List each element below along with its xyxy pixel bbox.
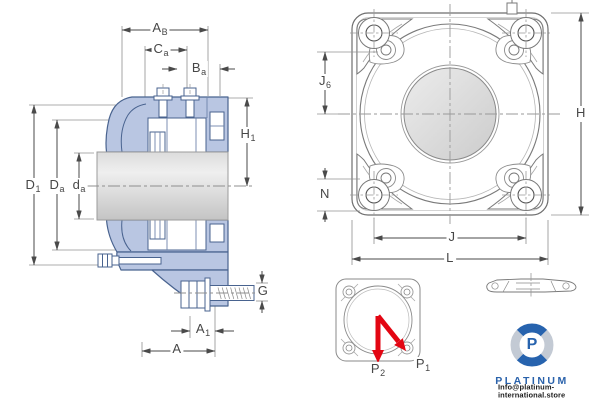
- dim-label-dla: da: [70, 177, 88, 194]
- dim-label-h: H: [574, 106, 588, 122]
- flange-bolt: [174, 277, 262, 312]
- bolt-holes: [350, 9, 550, 219]
- dim-label-j: J: [446, 230, 458, 246]
- grease-fitting-icon: [97, 253, 162, 268]
- housing-arm-curves: [120, 103, 147, 252]
- front-view-drawing: [317, 0, 589, 265]
- dim-label-ca: Ca: [151, 41, 171, 58]
- load-direction-view: [335, 278, 421, 363]
- grease-nipple-icon: [506, 0, 518, 15]
- dim-label-n: N: [318, 187, 332, 203]
- front-view-centerlines: [338, 4, 562, 224]
- dim-label-ab: AB: [150, 20, 170, 37]
- platinum-logo-icon: [510, 323, 554, 367]
- dim-label-da: Da: [47, 177, 67, 194]
- load-label-p2: P2: [368, 361, 388, 378]
- logo-monogram: P: [526, 336, 538, 353]
- dim-label-l: L: [444, 251, 456, 267]
- load-arrow-p2-icon: [372, 316, 384, 363]
- load-arrow-p1-icon: [376, 314, 406, 351]
- logo-brand-text: PLATINUM: [495, 374, 569, 387]
- dim-label-j6: J6: [316, 73, 334, 90]
- logo-contact-text: Info@platinum-international.store: [498, 382, 566, 399]
- bolt-centerlines: [162, 84, 191, 96]
- dim-label-a1: A1: [193, 321, 213, 338]
- section-view-drawing: [29, 26, 268, 357]
- profile-details: [491, 280, 570, 293]
- flange-profile-view: [486, 273, 577, 298]
- dim-label-a: A: [170, 342, 184, 358]
- dim-label-d1: D1: [23, 177, 43, 194]
- dim-label-ba: Ba: [189, 60, 209, 77]
- load-label-p1: P1: [413, 356, 433, 373]
- housing-internal-lines: [154, 97, 224, 250]
- dim-label-h1: H1: [238, 126, 258, 143]
- dim-label-g: G: [255, 284, 271, 300]
